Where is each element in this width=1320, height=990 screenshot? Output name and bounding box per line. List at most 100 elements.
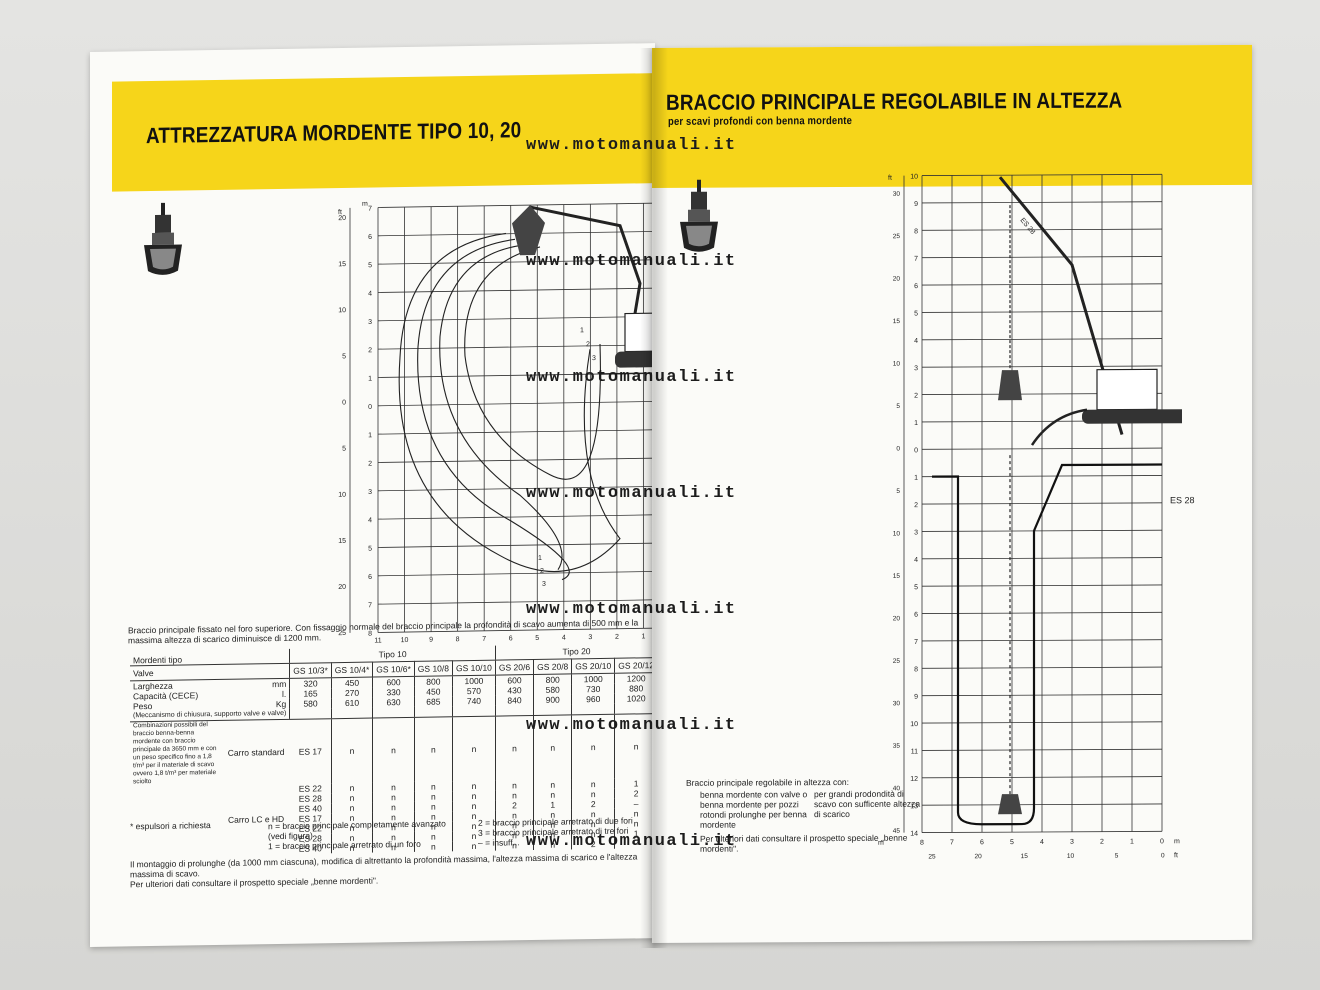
y-m-tick: 6 [914, 283, 918, 290]
x-m-tick: 6 [980, 839, 984, 846]
x-m-tick: 2 [1100, 839, 1104, 846]
y-m-tick: 8 [914, 666, 918, 673]
y-m-tick: 7 [368, 602, 372, 609]
table-cell [495, 705, 534, 717]
grapple-deep [998, 794, 1022, 815]
y-m-tick: 6 [368, 574, 372, 581]
y-m-tick: 13 [910, 803, 918, 810]
y-m-tick: 4 [368, 291, 372, 298]
grid-hline [922, 721, 1162, 724]
table-cell: n [331, 792, 373, 804]
right-depth-chart: 1098765432101234567891011121314302520151… [878, 173, 1182, 861]
right-note-col2: per grandi prodondità di scavo con suffi… [814, 788, 921, 820]
y-m-tick: 14 [910, 831, 918, 838]
y-m-tick: 5 [914, 584, 918, 591]
table-cell: n [571, 778, 615, 790]
y-ft-tick: 10 [893, 530, 901, 537]
table-cell: GS 10/4* [331, 662, 373, 678]
grid-hline [922, 611, 1162, 614]
grid-hline [378, 542, 660, 548]
axis-unit-ft: ft [338, 209, 342, 216]
model-label: ES 28 [1170, 495, 1195, 506]
table-cell: 430 [495, 685, 534, 696]
table-cell: 960 [571, 693, 615, 705]
table-cell: n [495, 780, 534, 791]
grid-hline [922, 776, 1162, 779]
table-cell: n [533, 779, 572, 791]
table-cell [289, 708, 332, 720]
y-m-tick: 4 [914, 338, 918, 345]
y-ft-tick: 10 [338, 307, 346, 314]
table-cell: 570 [452, 685, 496, 697]
right-note-col1: benna mordente con valve o benna mordent… [700, 789, 808, 830]
footnote-star: * espulsori a richiesta [130, 820, 211, 832]
grid-hline [922, 310, 1162, 313]
x-m-tick: 5 [1010, 839, 1014, 846]
table-cell: n [372, 717, 415, 783]
table-cell [452, 705, 496, 717]
table-cell: n [571, 788, 615, 800]
y-m-tick: 2 [914, 502, 918, 509]
right-page-subtitle: per scavi profondi con benna mordente [668, 114, 853, 128]
book-gutter [640, 48, 668, 948]
table-cell: 330 [372, 686, 415, 698]
y-m-tick: 9 [914, 201, 918, 208]
y-m-tick: 7 [914, 639, 918, 646]
table-cell: n [414, 801, 453, 812]
table-cell: mm [272, 678, 287, 690]
table-cell: 580 [289, 698, 332, 709]
y-ft-tick: 15 [893, 573, 901, 580]
y-ft-tick: 5 [896, 488, 900, 495]
table-cell [222, 648, 290, 665]
envelope-1 [439, 244, 563, 570]
grid-hline [922, 447, 1162, 450]
axis-unit-m-left: m [878, 840, 884, 847]
table-cell: 2 [571, 798, 615, 810]
x-ft-tick: 10 [1067, 853, 1075, 860]
grid-hline [378, 287, 660, 293]
grid-hline [378, 457, 660, 463]
envelope-inner [464, 246, 601, 480]
table-cell: GS 20/6 [495, 659, 534, 676]
table-cell: ES 40 [298, 803, 322, 814]
axis-unit-ft-top: ft [888, 175, 892, 182]
y-ft-tick: 5 [896, 403, 900, 410]
y-m-tick: 6 [368, 234, 372, 241]
watermark-6: www.motomanuali.it [526, 716, 737, 735]
y-ft-tick: 0 [896, 445, 900, 452]
curve-label-top: 1 [580, 327, 584, 334]
y-ft-tick: 10 [338, 492, 346, 499]
axis-unit-m: m [362, 201, 368, 208]
watermark-3: www.motomanuali.it [526, 368, 737, 387]
x-m-tick: 8 [456, 636, 460, 643]
table-cell: 740 [452, 695, 496, 707]
table-cell: 320 [289, 677, 332, 689]
grid-hline [378, 627, 660, 633]
grid-hline [922, 557, 1162, 560]
grid-hline [378, 400, 660, 407]
x-m-tick: 4 [562, 635, 566, 642]
y-ft-tick: 5 [342, 353, 346, 360]
table-cell: 1000 [571, 673, 615, 685]
grid-hline [922, 173, 1162, 176]
y-m-tick: 9 [914, 694, 918, 701]
y-m-tick: 3 [368, 319, 372, 326]
x-m-tick: 7 [950, 839, 954, 846]
x-m-tick: 9 [429, 637, 433, 644]
table-cell: 165 [289, 688, 332, 699]
grid-hline [378, 315, 660, 322]
table-cell: n [452, 780, 496, 792]
x-m-tick: 2 [615, 634, 619, 641]
table-cell: Combinazioni possibili del braccio benna… [133, 721, 217, 786]
y-ft-tick: 15 [338, 538, 346, 545]
table-cell: n [414, 781, 453, 792]
excavator-track [1082, 409, 1182, 424]
x-m-tick: 5 [535, 635, 539, 642]
table-cell: 270 [331, 687, 373, 699]
y-ft-tick: 30 [893, 191, 901, 198]
x-m-tick: 1 [1130, 838, 1134, 845]
table-cell: n [495, 790, 534, 801]
table-cell: GS 20/8 [533, 658, 572, 675]
table-cell: 800 [533, 673, 572, 686]
